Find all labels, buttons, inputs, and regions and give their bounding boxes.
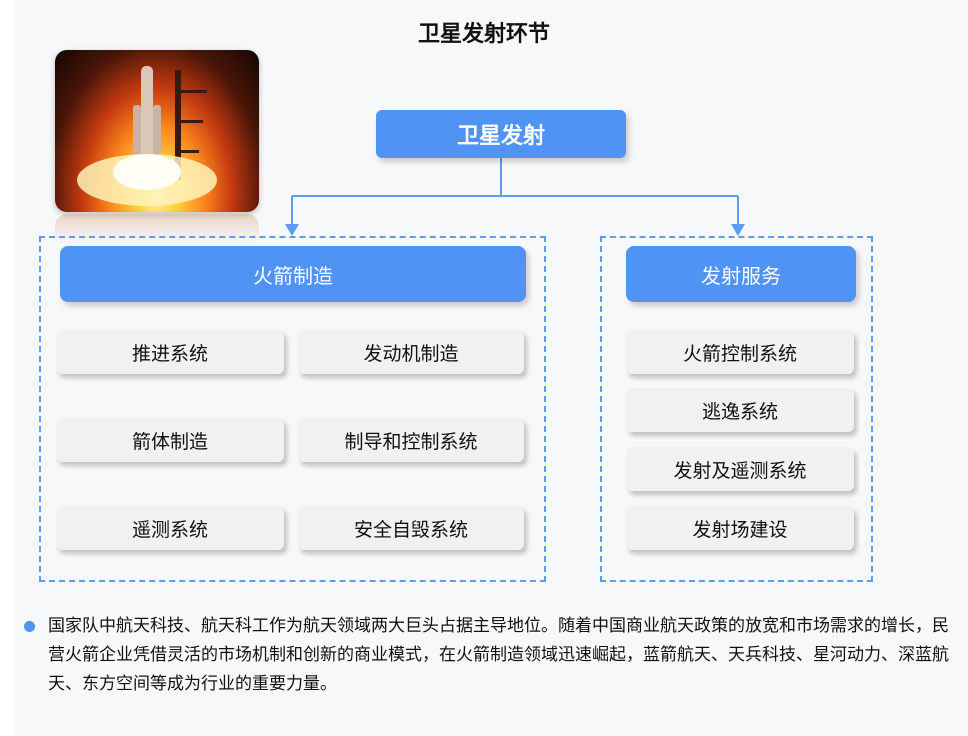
item-engine-manufacturing: 发动机制造	[298, 330, 524, 374]
note-paragraph: 国家队中航天科技、航天科工作为航天领域两大巨头占据主导地位。随着中国商业航天政策…	[48, 612, 956, 699]
page-title: 卫星发射环节	[0, 16, 968, 48]
bullet-dot-icon	[24, 621, 35, 632]
group-header-rocket-manufacturing: 火箭制造	[60, 246, 526, 302]
root-node: 卫星发射	[376, 110, 626, 158]
group-header-launch-services: 发射服务	[626, 246, 856, 302]
item-escape-system: 逃逸系统	[626, 388, 854, 432]
rocket-launch-photo	[55, 50, 259, 212]
item-rocket-body-manufacturing: 箭体制造	[56, 418, 284, 462]
item-guidance-control-system: 制导和控制系统	[298, 418, 524, 462]
item-propulsion-system: 推进系统	[56, 330, 284, 374]
item-launch-telemetry-system: 发射及遥测系统	[626, 447, 854, 491]
item-telemetry-system: 遥测系统	[56, 506, 284, 550]
item-launch-site-construction: 发射场建设	[626, 506, 854, 550]
item-rocket-control-system: 火箭控制系统	[626, 330, 854, 374]
item-safety-self-destruct-system: 安全自毁系统	[298, 506, 524, 550]
